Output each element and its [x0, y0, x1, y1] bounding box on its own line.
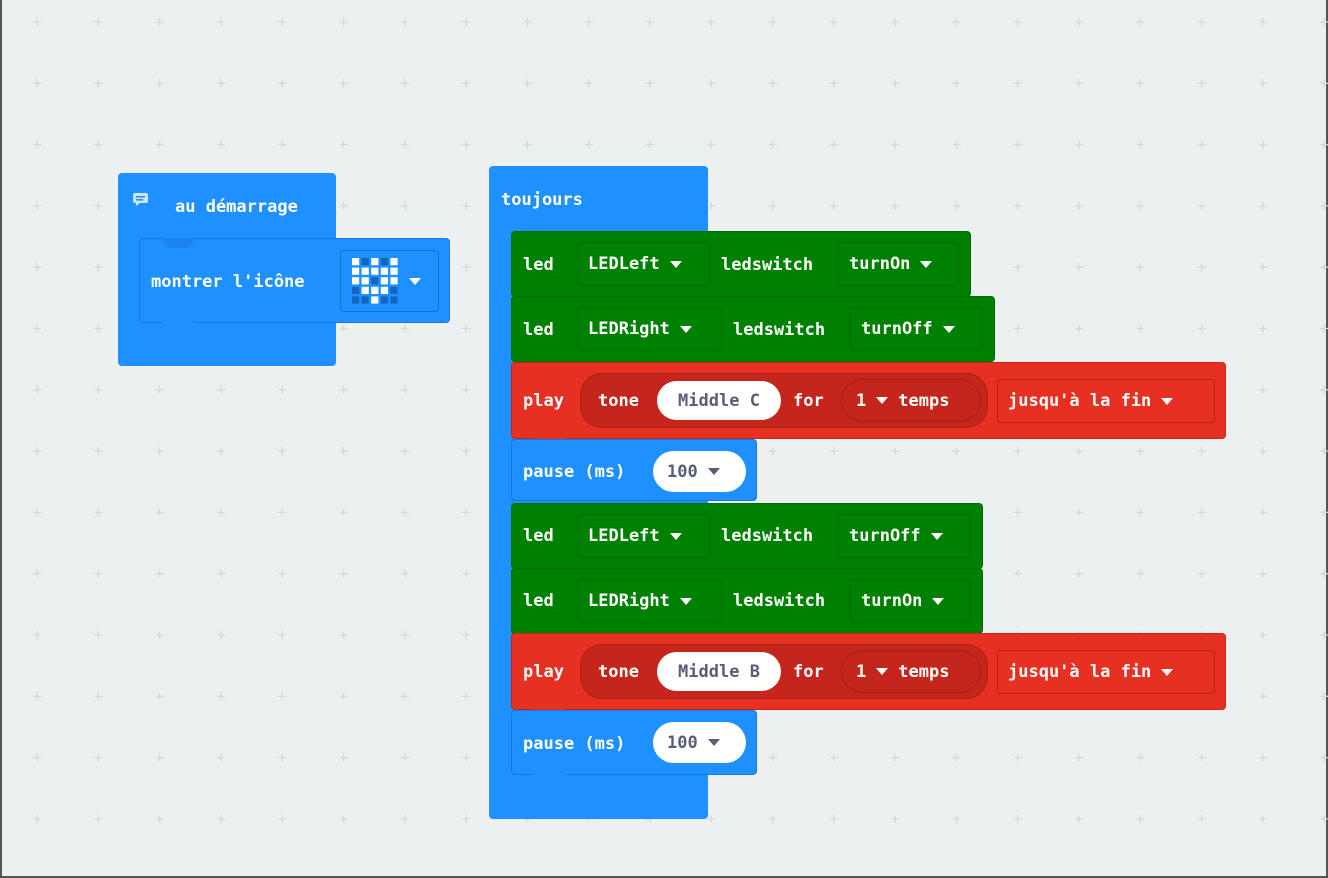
- block-notch: [162, 238, 194, 248]
- comment-icon[interactable]: [132, 192, 149, 207]
- note-input[interactable]: Middle B: [657, 652, 781, 691]
- pause-value-dropdown[interactable]: 100: [653, 722, 746, 763]
- pause-keyword: pause (ms): [523, 734, 626, 754]
- chevron-down-icon: [930, 532, 943, 540]
- small-heart-led-icon: [352, 258, 398, 304]
- pause-value-dropdown[interactable]: 100: [653, 451, 746, 492]
- led-keyword: led: [523, 526, 554, 546]
- chevron-down-icon: [679, 325, 692, 333]
- tone-keyword: tone: [598, 662, 639, 682]
- led-select-dropdown[interactable]: LEDRight: [577, 307, 722, 351]
- switch-state-dropdown[interactable]: turnOn: [850, 579, 971, 623]
- ledswitch-label: ledswitch: [733, 320, 826, 340]
- play-keyword: play: [523, 391, 564, 411]
- led-select-dropdown[interactable]: LEDRight: [577, 579, 722, 623]
- ledswitch-label: ledswitch: [721, 255, 814, 275]
- switch-state-dropdown[interactable]: turnOff: [850, 307, 983, 351]
- for-keyword: for: [793, 391, 824, 411]
- note-input[interactable]: Middle C: [657, 381, 781, 420]
- chevron-down-icon: [669, 532, 682, 540]
- ledswitch-label: ledswitch: [733, 591, 826, 611]
- block-notch-bottom: [162, 322, 194, 334]
- switch-state-dropdown[interactable]: turnOff: [838, 514, 971, 558]
- play-mode-dropdown[interactable]: jusqu'à la fin: [997, 650, 1215, 694]
- led-select-dropdown[interactable]: LEDLeft: [577, 514, 710, 558]
- chevron-down-icon: [876, 668, 889, 675]
- chevron-down-icon: [920, 260, 933, 268]
- chevron-down-icon: [942, 325, 955, 333]
- led-keyword: led: [523, 255, 554, 275]
- chevron-down-icon: [409, 277, 421, 285]
- chevron-down-icon: [669, 260, 682, 268]
- chevron-down-icon: [932, 597, 945, 605]
- chevron-down-icon: [876, 397, 889, 404]
- on-start-label: au démarrage: [175, 197, 298, 217]
- icon-dropdown[interactable]: [340, 250, 439, 312]
- for-keyword: for: [793, 662, 824, 682]
- show-icon-label: montrer l'icône: [151, 272, 305, 292]
- tone-keyword: tone: [598, 391, 639, 411]
- led-keyword: led: [523, 320, 554, 340]
- ledswitch-label: ledswitch: [721, 526, 814, 546]
- chevron-down-icon: [679, 597, 692, 605]
- play-keyword: play: [523, 662, 564, 682]
- chevron-down-icon: [1161, 397, 1174, 405]
- pause-keyword: pause (ms): [523, 462, 626, 482]
- chevron-down-icon: [707, 739, 720, 746]
- chevron-down-icon: [1161, 668, 1174, 676]
- play-mode-dropdown[interactable]: jusqu'à la fin: [997, 379, 1215, 423]
- led-keyword: led: [523, 591, 554, 611]
- block-notch-bottom: [534, 774, 566, 786]
- switch-state-dropdown[interactable]: turnOn: [838, 242, 959, 286]
- forever-label: toujours: [501, 190, 583, 210]
- led-select-dropdown[interactable]: LEDLeft: [577, 242, 710, 286]
- chevron-down-icon: [707, 468, 720, 475]
